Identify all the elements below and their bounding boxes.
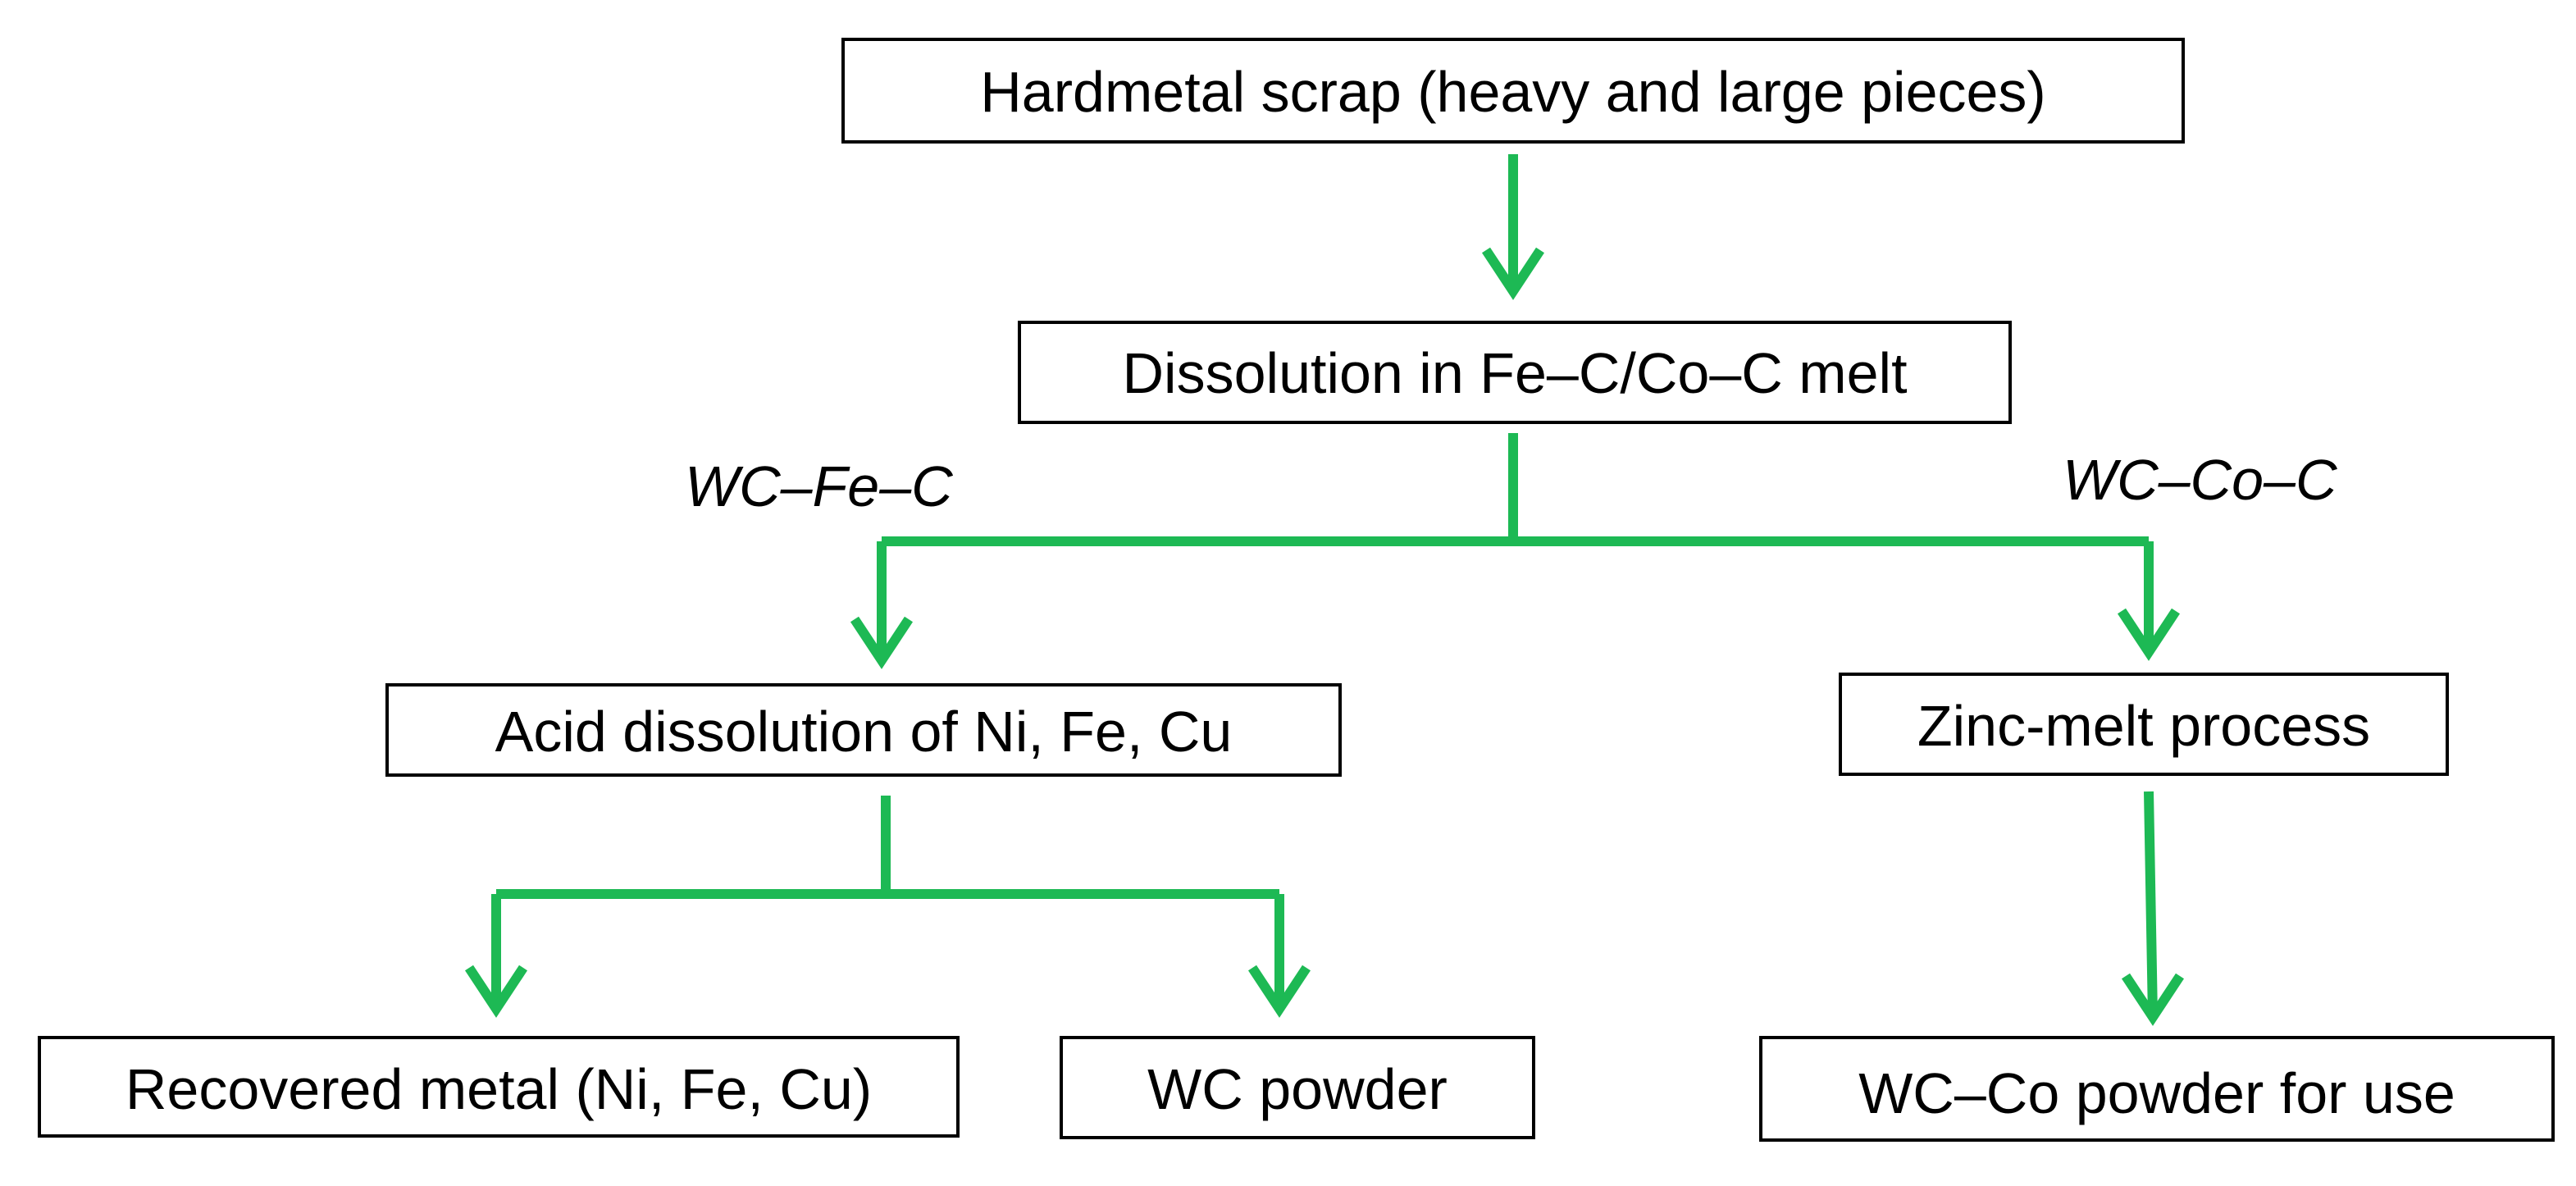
branch-label-right: WC–Co–C (2063, 448, 2337, 512)
arrowhead-recovered (464, 965, 528, 1018)
node-dissolution-label: Dissolution in Fe–C/Co–C melt (1122, 341, 1907, 405)
node-acid-dissolution: Acid dissolution of Ni, Fe, Cu (385, 683, 1342, 777)
arrowhead-wc-powder (1247, 965, 1311, 1018)
edge-zinc-to-wc-co (2144, 791, 2158, 1018)
arrowhead-dissolution (1481, 247, 1545, 300)
node-wc-powder: WC powder (1060, 1036, 1535, 1139)
arrowhead-wc-co (2121, 973, 2185, 1026)
edges (464, 154, 2185, 1026)
arrowhead-zinc (2117, 608, 2181, 661)
node-wc-powder-label: WC powder (1147, 1057, 1448, 1121)
node-acid-dissolution-label: Acid dissolution of Ni, Fe, Cu (495, 700, 1233, 764)
arrowhead-acid (850, 616, 914, 669)
branch-label-left: WC–Fe–C (685, 454, 953, 518)
node-dissolution: Dissolution in Fe–C/Co–C melt (1018, 321, 2012, 424)
node-hardmetal-scrap: Hardmetal scrap (heavy and large pieces) (841, 38, 2185, 144)
node-wc-co-powder: WC–Co powder for use (1759, 1036, 2555, 1142)
node-recovered-metal: Recovered metal (Ni, Fe, Cu) (38, 1036, 960, 1138)
node-zinc-melt: Zinc-melt process (1839, 673, 2449, 776)
node-recovered-metal-label: Recovered metal (Ni, Fe, Cu) (125, 1057, 872, 1121)
node-wc-co-powder-label: WC–Co powder for use (1858, 1061, 2455, 1125)
node-hardmetal-scrap-label: Hardmetal scrap (heavy and large pieces) (980, 60, 2046, 124)
node-zinc-melt-label: Zinc-melt process (1917, 694, 2370, 758)
